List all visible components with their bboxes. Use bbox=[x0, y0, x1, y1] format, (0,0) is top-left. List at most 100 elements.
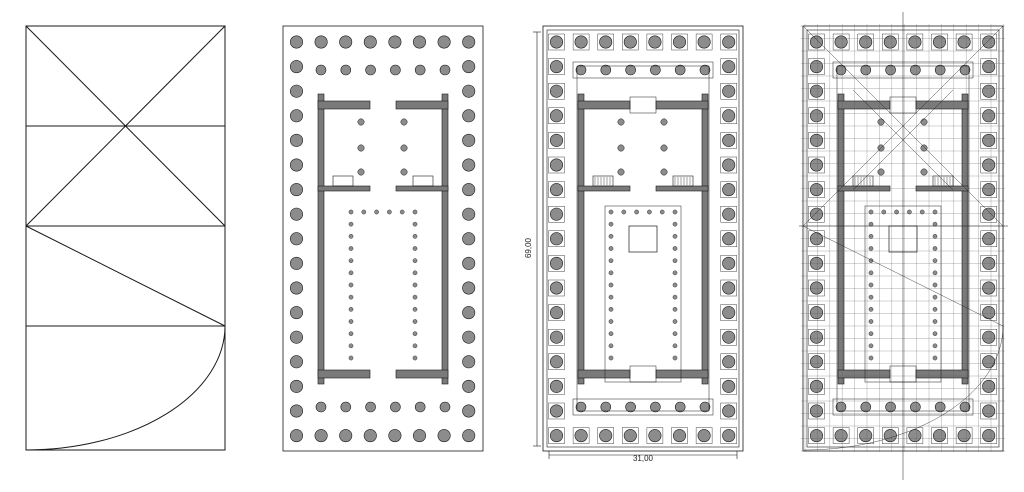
naos-column bbox=[672, 294, 678, 300]
peristyle-column bbox=[834, 35, 848, 49]
naos-column bbox=[907, 209, 912, 215]
column-plinth bbox=[980, 58, 997, 75]
opisthodomos-end-wall bbox=[837, 369, 891, 379]
column-plinth bbox=[980, 107, 997, 125]
grid-overlay-panel bbox=[799, 12, 1008, 480]
column-plinth bbox=[955, 427, 973, 444]
grid-arc bbox=[803, 325, 1004, 451]
naos-column bbox=[348, 331, 354, 336]
porch-column bbox=[650, 401, 661, 413]
interior-room-column bbox=[877, 118, 885, 126]
cross-wall bbox=[395, 185, 449, 192]
naos-column bbox=[868, 246, 874, 251]
stair-block bbox=[672, 175, 694, 187]
peristyle-column bbox=[809, 355, 823, 369]
column-plinth bbox=[980, 82, 997, 100]
cella-side-wall bbox=[317, 93, 325, 385]
column-plinth bbox=[622, 33, 639, 51]
peristyle-column bbox=[809, 306, 823, 320]
peristyle-column bbox=[722, 232, 736, 246]
interior-room-column bbox=[400, 144, 408, 152]
porch-column bbox=[650, 64, 661, 76]
naos-column bbox=[608, 258, 614, 263]
peristyle-column bbox=[932, 35, 946, 49]
peristyle-column bbox=[462, 84, 476, 98]
naos-column bbox=[894, 209, 899, 215]
peristyle-column bbox=[462, 207, 476, 221]
grid-diagonal bbox=[802, 225, 1004, 327]
naos-column bbox=[672, 209, 678, 215]
peristyle-column bbox=[289, 84, 303, 98]
porch-column bbox=[390, 64, 401, 76]
porch-column bbox=[390, 401, 401, 413]
peristyle-column bbox=[289, 281, 303, 295]
porch-column bbox=[414, 64, 426, 76]
porch-column bbox=[315, 64, 327, 76]
peristyle-column bbox=[809, 158, 823, 172]
column-plinth bbox=[720, 132, 737, 149]
peristyle-column bbox=[982, 109, 996, 123]
naos-column bbox=[361, 209, 367, 215]
peristyle-column bbox=[722, 158, 736, 172]
peristyle-column bbox=[982, 60, 996, 74]
peristyle-column bbox=[722, 404, 736, 418]
naos-frame bbox=[604, 205, 682, 383]
column-plinth bbox=[808, 33, 825, 51]
peristyle-column bbox=[722, 207, 736, 221]
column-plinth bbox=[695, 427, 713, 444]
peristyle-column bbox=[289, 133, 303, 147]
construction-diagonal bbox=[25, 225, 226, 327]
peristyle-column bbox=[549, 84, 563, 98]
column-plinth bbox=[720, 353, 737, 370]
naos-column bbox=[932, 343, 938, 349]
peristyle-column bbox=[462, 35, 476, 49]
peristyle-column bbox=[809, 109, 823, 123]
peristyle-column bbox=[462, 60, 476, 74]
peristyle-column bbox=[859, 429, 873, 443]
naos-column bbox=[868, 270, 874, 276]
column-plinth bbox=[808, 156, 825, 174]
column-plinth bbox=[882, 33, 899, 51]
naos-column bbox=[412, 209, 418, 215]
column-plinth bbox=[808, 205, 825, 223]
peristyle-column bbox=[722, 183, 736, 197]
stylobate-outline bbox=[282, 25, 484, 452]
naos-column bbox=[348, 282, 354, 288]
naos-column bbox=[387, 209, 392, 215]
porch-column bbox=[575, 401, 587, 413]
peristyle-column bbox=[289, 256, 303, 270]
peristyle-column bbox=[462, 355, 476, 369]
cella-side-wall bbox=[961, 93, 969, 385]
peristyle-column bbox=[462, 404, 476, 418]
peristyle-column bbox=[437, 429, 451, 443]
peristyle-column bbox=[289, 404, 303, 418]
porch-column bbox=[340, 401, 352, 413]
interior-room-column bbox=[357, 168, 365, 176]
peristyle-column bbox=[289, 330, 303, 344]
naos-column bbox=[608, 294, 614, 300]
peristyle-column bbox=[462, 306, 476, 320]
peristyle-column bbox=[809, 35, 823, 49]
column-plinth bbox=[548, 378, 565, 395]
opisthodomos-end-wall bbox=[317, 369, 371, 379]
column-plinth bbox=[548, 230, 565, 248]
pronaos-end-wall bbox=[395, 100, 449, 110]
naos-column bbox=[659, 209, 665, 215]
peristyle-column bbox=[339, 429, 353, 443]
peristyle-column bbox=[599, 35, 613, 49]
peristyle-column bbox=[314, 35, 328, 49]
peristyle-column bbox=[363, 429, 377, 443]
peristyle-column bbox=[697, 429, 711, 443]
stair-block bbox=[332, 175, 354, 187]
naos-column bbox=[348, 234, 354, 239]
naos-column bbox=[932, 209, 938, 215]
peristyle-column bbox=[982, 133, 996, 147]
naos-column bbox=[868, 282, 874, 288]
stair-block bbox=[412, 175, 434, 187]
peristyle-column bbox=[722, 281, 736, 295]
peristyle-column bbox=[339, 35, 353, 49]
cross-wall bbox=[317, 185, 371, 192]
opisthodomos-end-wall bbox=[655, 369, 709, 379]
interior-room-column bbox=[920, 144, 928, 152]
naos-column bbox=[348, 209, 354, 215]
